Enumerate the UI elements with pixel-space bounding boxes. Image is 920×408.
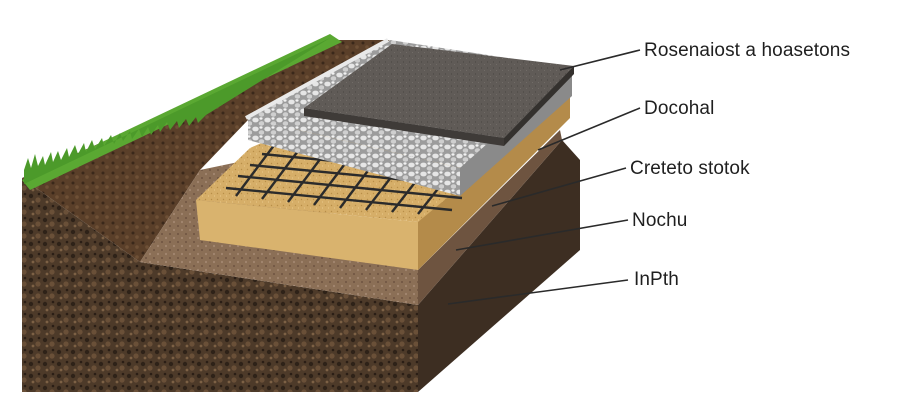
subsoil-front-face [22, 178, 418, 392]
leader-line-4 [455, 219, 629, 251]
sand-layer-front [196, 200, 418, 270]
leader-line-3 [491, 167, 627, 207]
gravel-edge-stripe [245, 38, 389, 120]
layer-label-2: Docohal [644, 98, 715, 119]
asphalt-front [304, 108, 504, 146]
layer-label-5: InPth [634, 269, 679, 290]
subsoil-side-face [418, 140, 580, 392]
layer-label-3: Creteto stotok [630, 158, 750, 179]
layer-label-4: Nochu [632, 210, 688, 231]
asphalt-surface [304, 44, 574, 138]
leader-line-1 [559, 49, 641, 71]
grass-tufts [24, 38, 330, 184]
layer-label-1: Rosenaiost a hoasetons [644, 40, 851, 61]
gravel-layer-front [248, 118, 460, 196]
sand-layer-side [418, 96, 570, 270]
leader-line-2 [537, 107, 641, 151]
topsoil-layer [22, 40, 390, 262]
compacted-base-side [418, 130, 562, 305]
leader-lines [447, 49, 641, 305]
asphalt-side [504, 66, 574, 146]
leader-line-5 [447, 279, 629, 305]
